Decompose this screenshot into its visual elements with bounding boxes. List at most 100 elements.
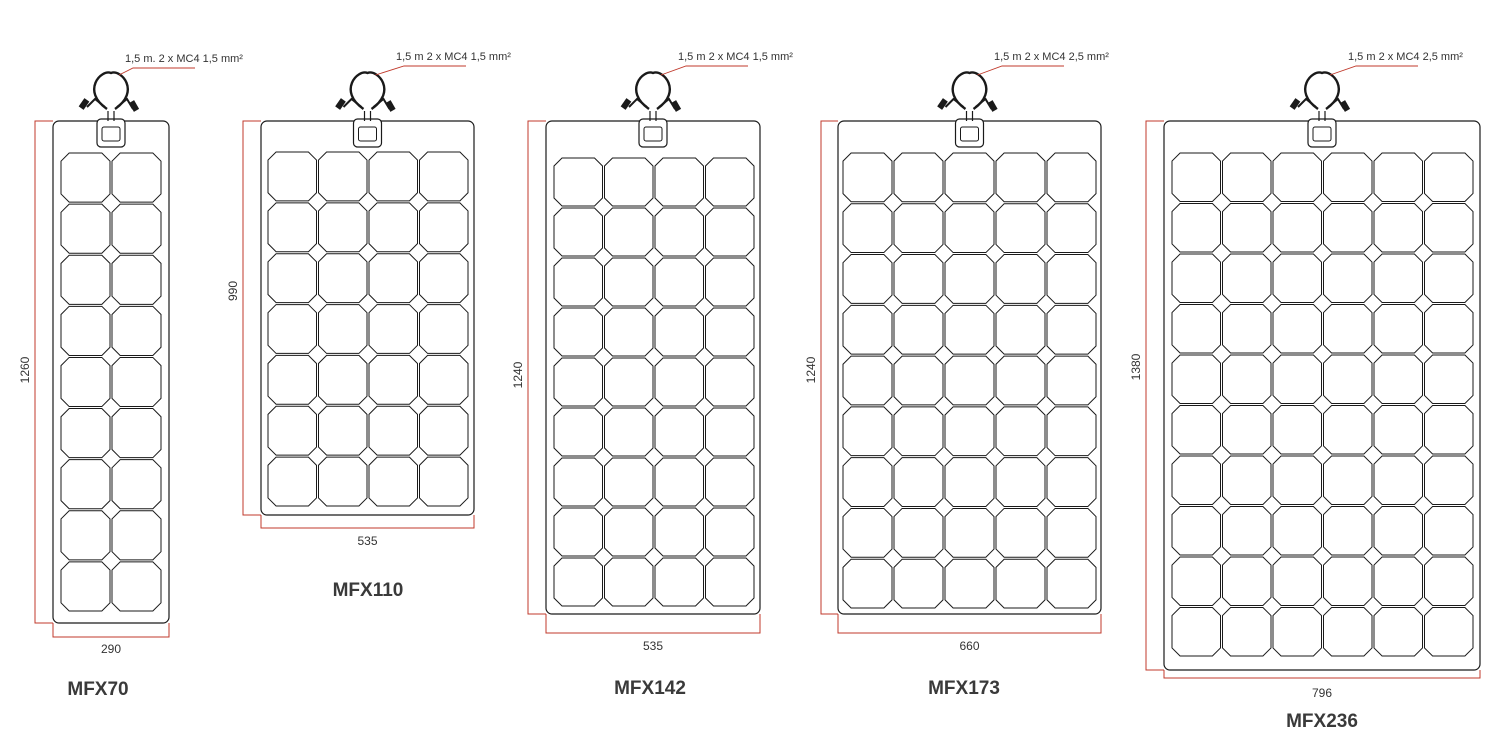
solar-cell bbox=[1424, 152, 1474, 202]
solar-cell bbox=[1222, 556, 1272, 606]
solar-cell bbox=[1323, 253, 1373, 303]
solar-cell bbox=[654, 257, 704, 307]
solar-cell bbox=[1222, 304, 1272, 354]
solar-cell bbox=[654, 407, 704, 457]
solar-cell bbox=[842, 304, 893, 355]
model-label: MFX173 bbox=[928, 678, 1000, 699]
solar-cell bbox=[995, 304, 1046, 355]
solar-cell bbox=[1272, 203, 1322, 253]
junction-box-icon bbox=[1289, 71, 1351, 148]
junction-box-icon bbox=[335, 71, 396, 148]
solar-cell bbox=[604, 407, 654, 457]
panel-frame bbox=[52, 120, 170, 624]
solar-cell bbox=[995, 406, 1046, 457]
solar-cell bbox=[111, 152, 162, 203]
width-dimension-line bbox=[837, 614, 1102, 634]
cable-lead-left bbox=[628, 97, 648, 108]
solar-cell bbox=[705, 457, 755, 507]
junction-box-icon bbox=[78, 71, 140, 148]
cable-spec-label: 1,5 m 2 x MC4 2,5 mm² bbox=[994, 51, 1109, 63]
solar-cell bbox=[368, 253, 418, 304]
solar-cell bbox=[1171, 405, 1221, 455]
solar-cell bbox=[654, 307, 704, 357]
solar-cell bbox=[419, 354, 469, 405]
solar-cell bbox=[893, 558, 944, 609]
solar-cell bbox=[604, 257, 654, 307]
solar-cell bbox=[604, 207, 654, 257]
solar-cell bbox=[1373, 607, 1423, 657]
solar-cell bbox=[944, 304, 995, 355]
height-label: 1260 bbox=[18, 356, 32, 383]
solar-cell bbox=[1222, 506, 1272, 556]
solar-cell bbox=[368, 151, 418, 202]
solar-cell bbox=[604, 557, 654, 607]
cable-spec-label: 1,5 m 2 x MC4 1,5 mm² bbox=[396, 51, 511, 63]
solar-cell bbox=[604, 457, 654, 507]
solar-cell bbox=[60, 152, 111, 203]
solar-cell bbox=[1323, 405, 1373, 455]
solar-cell bbox=[553, 207, 603, 257]
solar-cell bbox=[995, 558, 1046, 609]
solar-cell bbox=[318, 405, 368, 456]
solar-cell bbox=[1222, 607, 1272, 657]
width-dimension-line bbox=[545, 614, 761, 634]
solar-cell bbox=[368, 202, 418, 253]
solar-cell bbox=[318, 202, 368, 253]
height-dimension-line bbox=[1145, 120, 1164, 671]
solar-cell bbox=[842, 457, 893, 507]
solar-cell bbox=[111, 459, 162, 510]
solar-cell bbox=[1046, 457, 1097, 507]
solar-cell bbox=[1424, 304, 1474, 354]
solar-cell bbox=[705, 407, 755, 457]
solar-cell bbox=[893, 203, 944, 254]
solar-cell bbox=[1323, 304, 1373, 354]
solar-cell bbox=[893, 304, 944, 355]
solar-cell bbox=[1046, 304, 1097, 355]
solar-cell bbox=[1323, 607, 1373, 657]
model-label: MFX110 bbox=[333, 580, 404, 601]
width-label: 535 bbox=[643, 639, 663, 653]
solar-cell bbox=[1272, 152, 1322, 202]
solar-cell bbox=[1373, 152, 1423, 202]
solar-cell bbox=[1046, 558, 1097, 609]
solar-cell bbox=[995, 507, 1046, 558]
solar-cell bbox=[1424, 607, 1474, 657]
junction-box-cover bbox=[101, 126, 121, 142]
mc4-connector-left bbox=[1289, 98, 1301, 110]
solar-cell bbox=[111, 203, 162, 254]
cable-lead-left bbox=[86, 97, 106, 108]
solar-cell bbox=[1373, 556, 1423, 606]
solar-cell bbox=[60, 305, 111, 356]
mc4-connector-left bbox=[335, 98, 346, 110]
cable-exit bbox=[107, 111, 115, 121]
solar-cell bbox=[705, 207, 755, 257]
solar-cell bbox=[705, 307, 755, 357]
solar-cell bbox=[1373, 506, 1423, 556]
solar-cell bbox=[705, 557, 755, 607]
solar-cell bbox=[1424, 556, 1474, 606]
mc4-connector-left bbox=[620, 98, 632, 110]
panel-frame bbox=[837, 120, 1102, 615]
solar-cell bbox=[368, 354, 418, 405]
solar-cell bbox=[60, 408, 111, 459]
solar-cell bbox=[1272, 304, 1322, 354]
solar-cell bbox=[705, 257, 755, 307]
cell-grid bbox=[267, 151, 469, 507]
solar-cell bbox=[1222, 354, 1272, 404]
solar-cell bbox=[944, 254, 995, 304]
solar-cell bbox=[1046, 406, 1097, 457]
cable-lead-left bbox=[944, 97, 965, 108]
cable-loop bbox=[1304, 71, 1340, 110]
solar-cell bbox=[318, 456, 368, 507]
width-dimension-line bbox=[52, 623, 170, 638]
solar-cell bbox=[1171, 354, 1221, 404]
solar-cell bbox=[842, 152, 893, 203]
solar-cell bbox=[1222, 455, 1272, 505]
width-label: 796 bbox=[1312, 686, 1332, 700]
model-label: MFX236 bbox=[1286, 711, 1358, 732]
solar-cell bbox=[553, 307, 603, 357]
solar-cell bbox=[995, 203, 1046, 254]
